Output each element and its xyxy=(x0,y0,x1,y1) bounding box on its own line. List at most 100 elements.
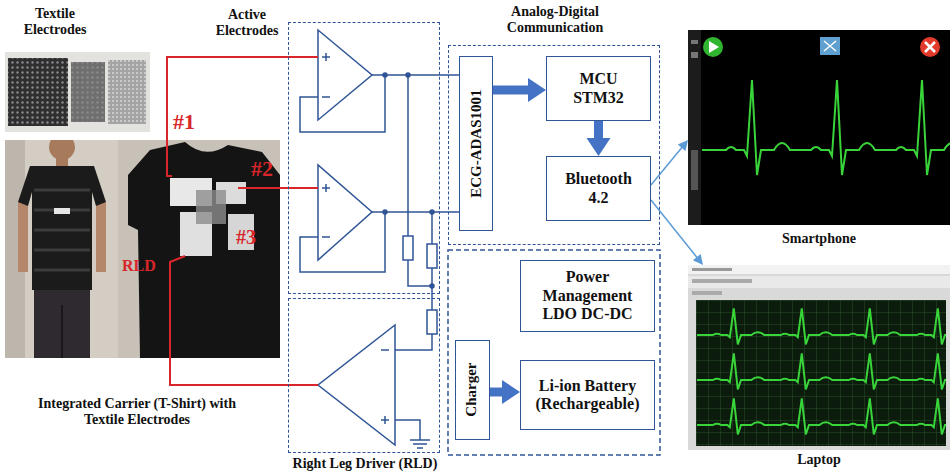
laptop-screen-part xyxy=(692,279,752,283)
laptop-screen-part-part xyxy=(697,398,765,434)
caption-label: Textile Electrodes xyxy=(5,6,105,38)
process-box: Li-ion Battery (Rechargeable) xyxy=(520,360,655,430)
laptop-screen-part-part xyxy=(697,308,765,344)
box-label: Bluetooth 4.2 xyxy=(556,170,641,207)
smartphone-screen-part xyxy=(688,30,950,225)
smartphone-screen-part-part xyxy=(706,80,791,175)
textile-photo xyxy=(5,52,150,132)
laptop-screen-part-part xyxy=(765,398,833,434)
active-electrode-circuit-part xyxy=(288,57,318,188)
callout-number: #2 xyxy=(251,157,273,181)
person-photo-part xyxy=(18,202,28,272)
laptop-screen-part-part xyxy=(901,398,946,434)
smartphone-screen-part-part xyxy=(702,149,706,151)
rld-circuit xyxy=(288,298,437,448)
laptop-screen-part-part xyxy=(833,398,901,434)
laptop-screen-part-part xyxy=(765,353,833,389)
laptop-screen-part-part xyxy=(833,353,901,389)
box-body: Li-ion Battery (Rechargeable) xyxy=(521,361,654,429)
connector xyxy=(280,188,288,189)
textile-photo-part xyxy=(71,62,105,122)
box-label: Charger xyxy=(464,363,481,417)
shirt-photo-part xyxy=(128,142,280,358)
screen-frame: Laptop xyxy=(688,265,950,450)
smartphone-screen-part xyxy=(820,37,840,55)
active-electrode-circuit-part xyxy=(383,210,387,214)
chip-box: ECG-ADAS1001 xyxy=(459,56,493,231)
smartphone-screen-part xyxy=(702,80,950,175)
active-electrode-circuit-part xyxy=(318,30,372,120)
person-photo-part xyxy=(61,305,63,358)
process-box: Bluetooth 4.2 xyxy=(546,156,651,221)
smartphone-screen xyxy=(688,30,950,225)
caption-label: Right Leg Driver (RLD) xyxy=(249,456,481,472)
active-electrode-circuit-part xyxy=(322,184,330,237)
active-electrode-circuit-part xyxy=(403,236,413,260)
laptop-screen-part-part xyxy=(697,353,765,389)
box-body: Bluetooth 4.2 xyxy=(547,157,650,220)
active-electrode-circuit-part xyxy=(430,210,434,214)
connector xyxy=(493,78,546,102)
active-electrode-circuit xyxy=(288,30,440,294)
person-photo xyxy=(5,140,118,358)
rld-circuit-part xyxy=(288,384,318,386)
box-body: Charger xyxy=(456,341,489,439)
person-photo-part xyxy=(34,290,90,358)
connector xyxy=(490,380,520,404)
arrow-head xyxy=(678,140,688,151)
smartphone-screen-part-part xyxy=(876,80,950,175)
textile-photo-part xyxy=(5,52,150,132)
rld-circuit-part xyxy=(381,350,389,424)
rld-circuit-part xyxy=(427,310,437,334)
shirt-photo-part xyxy=(167,140,280,358)
photo-frame: Integrated Carrier (T-Shirt) with Textil… xyxy=(5,140,280,358)
screen-frame: Smartphone xyxy=(688,30,950,225)
smartphone-screen-part xyxy=(703,37,723,57)
box-label: ECG-ADAS1001 xyxy=(467,89,484,197)
smartphone-screen-part xyxy=(688,30,701,225)
connector-line xyxy=(440,74,459,76)
laptop-screen-part-part xyxy=(901,353,946,389)
callout-number: #3 xyxy=(236,226,256,248)
smartphone-screen-part xyxy=(691,40,698,44)
textile-photo-part xyxy=(108,60,146,124)
laptop-screen-part xyxy=(688,265,950,450)
callout-number: #1 xyxy=(173,110,195,134)
dashed-group: Analog-Digital CommunicationECG-ADAS1001… xyxy=(448,45,660,245)
shirt-photo-part xyxy=(118,140,280,358)
connector-line xyxy=(490,388,507,397)
connector-line xyxy=(651,200,699,260)
rld-circuit-part xyxy=(395,420,430,448)
laptop-screen-part xyxy=(692,291,722,295)
connector-line xyxy=(493,86,533,95)
connector xyxy=(651,200,703,265)
smartphone-screen-part xyxy=(925,42,935,52)
box-body: ECG-ADAS1001 xyxy=(460,57,492,230)
smartphone-screen-part xyxy=(691,150,698,190)
textile-photo-part xyxy=(8,58,68,126)
arrow-head xyxy=(502,380,520,404)
smartphone-screen-part xyxy=(691,52,698,58)
rld-circuit-part xyxy=(318,325,395,445)
active-electrode-circuit-part xyxy=(430,284,434,288)
arrow-head xyxy=(528,78,546,102)
person-photo-part xyxy=(54,208,70,214)
connector-line xyxy=(170,358,288,385)
power-group-outline-part xyxy=(448,250,660,455)
textile-photo-part xyxy=(8,58,68,126)
callout-number: RLD xyxy=(122,257,156,275)
connector-line xyxy=(440,211,459,213)
smartphone-screen-part xyxy=(920,37,940,57)
connector xyxy=(651,140,688,185)
active-electrode-circuit-part xyxy=(383,73,387,77)
active-electrode-circuit-part xyxy=(427,244,437,268)
process-box: MCU STM32 xyxy=(546,56,651,121)
active-electrode-circuit-part xyxy=(406,73,410,77)
arrow-head xyxy=(587,138,611,156)
person-photo-part xyxy=(5,140,118,358)
connector-line xyxy=(280,187,288,189)
person-photo-part xyxy=(34,190,90,270)
shirt-photo-part xyxy=(196,190,226,224)
active-electrode-circuit-part xyxy=(300,212,440,272)
process-box: Power Management LDO DC-DC xyxy=(520,260,655,332)
